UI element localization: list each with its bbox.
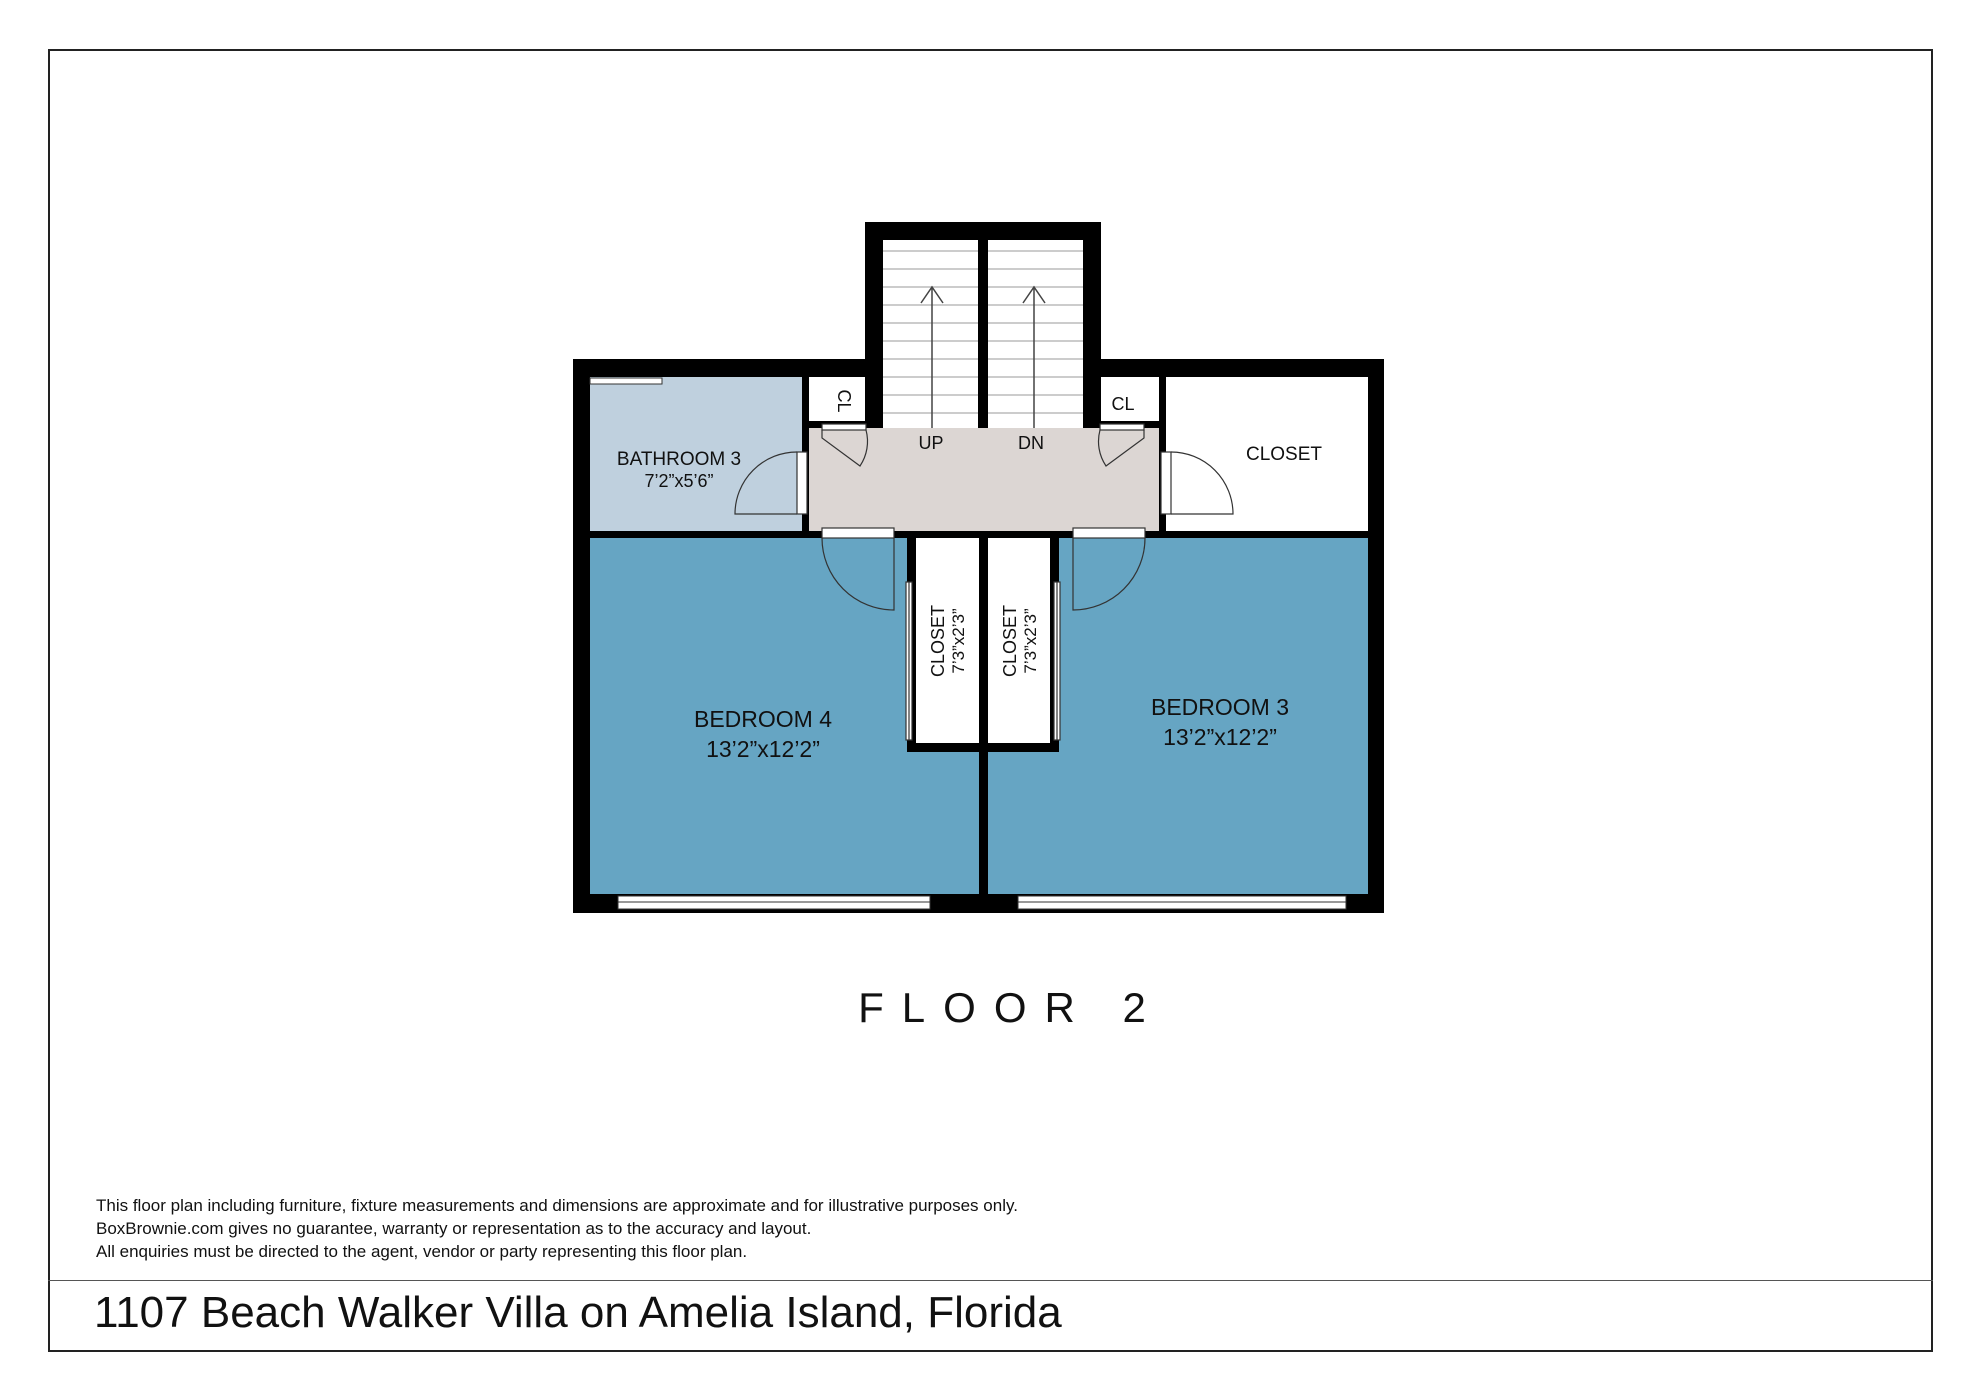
bathroom-fill (590, 377, 802, 531)
footer-divider (48, 1280, 1933, 1281)
property-address: 1107 Beach Walker Villa on Amelia Island… (94, 1288, 1062, 1337)
disclaimer-line: BoxBrownie.com gives no guarantee, warra… (96, 1219, 812, 1238)
closet-mid-left-dims: 7’3”x2’3” (949, 608, 968, 674)
stairs (883, 250, 1083, 414)
up-arrow (920, 285, 944, 428)
cl-right-fill (1101, 377, 1159, 421)
disclaimer-line: This floor plan including furniture, fix… (96, 1196, 1018, 1215)
stair-down-label: DN (1018, 433, 1044, 453)
closet-mid-right-name: CLOSET (1000, 605, 1020, 677)
bedroom3-dims: 13’2”x12’2” (1163, 724, 1277, 750)
closet-top-right-fill (1166, 377, 1368, 531)
bedroom4-name: BEDROOM 4 (694, 706, 832, 732)
page-frame (48, 49, 1933, 1352)
cl-left-fill (809, 377, 865, 421)
windows (589, 377, 1347, 910)
doors (734, 423, 1234, 741)
floor-label: FLOOR 2 (858, 984, 1164, 1031)
cl-right-label: CL (1111, 394, 1134, 414)
closet-top-right-label: CLOSET (1246, 444, 1322, 465)
bedroom4-dims: 13’2”x12’2” (706, 736, 820, 762)
closet-mid-right-fill (988, 538, 1050, 743)
down-arrow (1022, 285, 1046, 428)
bathroom3-dims: 7’2”x5’6” (644, 471, 713, 491)
closet-mid-right-dims: 7’3”x2’3” (1021, 608, 1040, 674)
disclaimer-line: All enquiries must be directed to the ag… (96, 1242, 748, 1261)
cl-left-label: CL (834, 389, 854, 412)
stair-arrows (920, 285, 1046, 428)
bedroom3-name: BEDROOM 3 (1151, 694, 1289, 720)
closet-mid-left-name: CLOSET (928, 605, 948, 677)
stair-up-label: UP (918, 433, 943, 453)
bathroom3-name: BATHROOM 3 (617, 449, 741, 470)
hallway-fill (802, 428, 1166, 531)
closet-mid-left-fill (916, 538, 979, 743)
disclaimer: This floor plan including furniture, fix… (96, 1194, 1018, 1263)
stair-treads (883, 250, 1083, 414)
